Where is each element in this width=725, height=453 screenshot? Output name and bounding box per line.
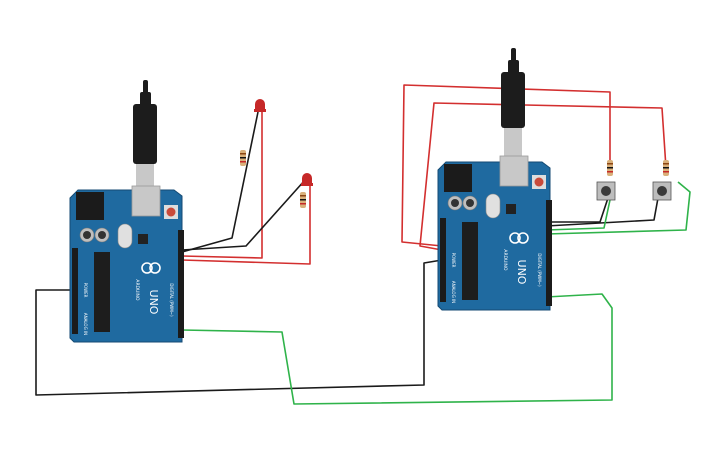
atmega-chip [94,252,110,332]
arduino-uno-left[interactable]: UNO ARDUINO DIGITAL (PWM~) POWER ANALOG … [69,80,184,343]
wire-black-led2[interactable] [181,179,306,251]
resistor-button-1[interactable] [607,160,613,176]
board-brand-label: ARDUINO [134,279,140,301]
usb-socket [131,185,161,217]
usb-cable-right [501,48,525,156]
wire-red-led2-resistor[interactable] [181,186,311,265]
digital-label: DIGITAL (PWM~) [537,253,542,287]
pushbutton-1[interactable] [596,181,616,201]
power-jack [76,192,104,220]
wires [35,84,691,405]
crystal [117,223,133,249]
usb-chip [506,204,516,214]
power-jack [444,164,472,192]
wire-red-led1-resistor[interactable] [181,112,263,259]
atmega-chip [462,222,478,300]
board-model-label: UNO [515,260,528,285]
usb-cable-left [133,80,157,188]
wire-red-button2[interactable] [419,102,667,251]
wire-black-led1[interactable] [181,111,259,253]
wire-black-ground-link[interactable] [35,259,443,396]
usb-socket [499,155,529,187]
usb-chip [138,234,148,244]
analog-label: ANALOG IN [83,313,88,335]
resistor-led-1[interactable] [240,150,246,166]
led-red-1[interactable] [254,99,266,112]
wire-green-serial-link[interactable] [181,293,613,405]
analog-label: ANALOG IN [451,281,456,303]
header-power-analog [440,218,446,302]
board-model-label: UNO [147,290,160,315]
arduino-uno-right[interactable]: UNO ARDUINO DIGITAL (PWM~) POWER ANALOG … [437,48,552,311]
crystal [485,193,501,219]
wire-black-button2[interactable] [545,197,659,227]
wire-black-button1[interactable] [546,197,609,223]
power-label: POWER [451,253,456,268]
arduino-logo [509,232,529,244]
header-digital [546,200,552,306]
header-power-analog [72,248,78,334]
led-red-2[interactable] [301,173,313,186]
wire-green-button2[interactable] [545,181,691,235]
board-brand-label: ARDUINO [502,249,508,271]
resistor-button-2[interactable] [663,160,669,176]
header-digital [178,230,184,338]
digital-label: DIGITAL (PWM~) [169,283,174,317]
pushbutton-2[interactable] [652,181,672,201]
wire-red-button1[interactable] [401,84,611,247]
arduino-logo [141,262,161,274]
wire-green-button1[interactable] [545,199,611,231]
power-label: POWER [83,283,88,298]
resistor-led-2[interactable] [300,192,306,208]
